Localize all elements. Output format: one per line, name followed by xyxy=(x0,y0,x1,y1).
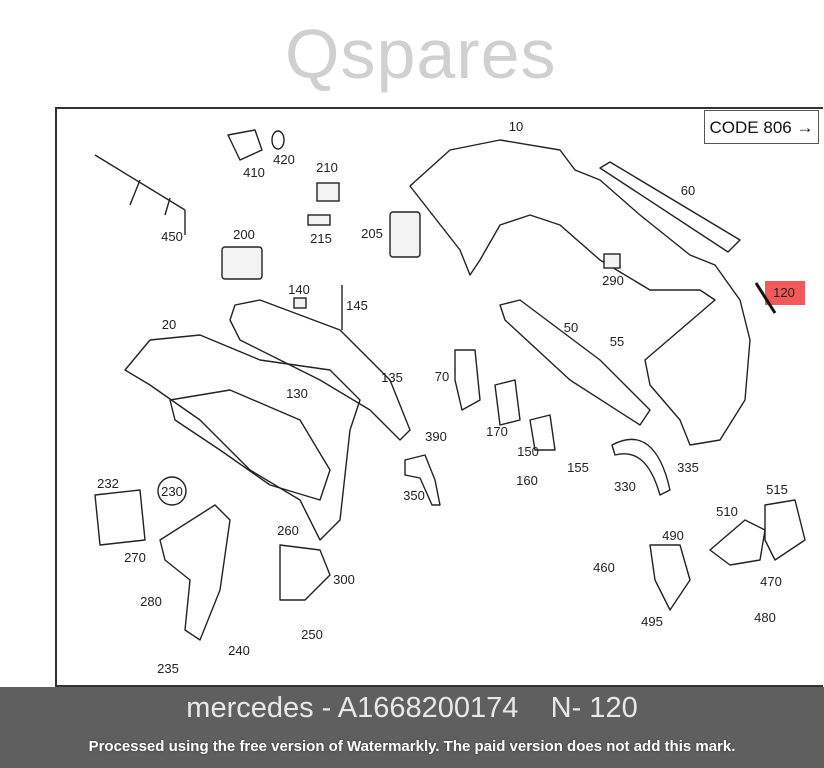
liner-330 xyxy=(611,438,671,496)
lower-cover-20 xyxy=(124,334,361,541)
part-label-55[interactable]: 55 xyxy=(610,334,624,349)
part-label-300[interactable]: 300 xyxy=(333,572,355,587)
part-label-145[interactable]: 145 xyxy=(346,298,368,313)
part-205 xyxy=(389,211,421,258)
part-label-480[interactable]: 480 xyxy=(754,610,776,625)
reinforcement-50 xyxy=(499,299,651,426)
bracket-490 xyxy=(649,544,691,611)
part-label-232[interactable]: 232 xyxy=(97,476,119,491)
bracket-230 xyxy=(159,504,231,641)
part-label-215[interactable]: 215 xyxy=(310,231,332,246)
part-label-210[interactable]: 210 xyxy=(316,160,338,175)
part-label-280[interactable]: 280 xyxy=(140,594,162,609)
housing-510 xyxy=(709,519,766,566)
part-label-230[interactable]: 230 xyxy=(161,484,183,499)
part-label-350[interactable]: 350 xyxy=(403,488,425,503)
diagram-frame xyxy=(55,107,823,687)
arrow-right-icon: → xyxy=(796,118,814,137)
part-label-60[interactable]: 60 xyxy=(681,183,695,198)
parts-diagram: 10 60 120 410 420 210 215 205 200 450 140 145 290 20 5… xyxy=(94,119,806,676)
part-200 xyxy=(221,246,263,280)
part-label-205[interactable]: 205 xyxy=(361,226,383,241)
part-label-470[interactable]: 470 xyxy=(760,574,782,589)
circle-230 xyxy=(157,476,187,506)
part-label-170[interactable]: 170 xyxy=(486,424,508,439)
part-caption: mercedes - A1668200174 N- 120 xyxy=(186,692,638,724)
bracket-70 xyxy=(454,349,481,411)
sensor-410 xyxy=(227,129,263,161)
bumper-cover-10 xyxy=(409,139,751,446)
part-label-150[interactable]: 150 xyxy=(517,444,539,459)
part-120-shape xyxy=(754,282,777,314)
part-labels: 10 60 120 410 420 210 215 205 200 450 140 145 290 20 5… xyxy=(97,119,795,676)
bracket-170 xyxy=(494,379,521,426)
watermark: Qspares xyxy=(285,15,557,93)
part-label-450[interactable]: 450 xyxy=(161,229,183,244)
part-label-140[interactable]: 140 xyxy=(288,282,310,297)
part-label-420[interactable]: 420 xyxy=(273,152,295,167)
part-label-290[interactable]: 290 xyxy=(602,273,624,288)
processed-note: Processed using the free version of Wate… xyxy=(88,738,736,755)
part-label-510[interactable]: 510 xyxy=(716,504,738,519)
part-label-515[interactable]: 515 xyxy=(766,482,788,497)
part-label-130[interactable]: 130 xyxy=(286,386,308,401)
part-label-490[interactable]: 490 xyxy=(662,528,684,543)
ring-420 xyxy=(271,130,285,150)
flap-232 xyxy=(94,489,146,546)
part-label-460[interactable]: 460 xyxy=(593,560,615,575)
part-label-235[interactable]: 235 xyxy=(157,661,179,676)
part-label-330[interactable]: 330 xyxy=(614,479,636,494)
part-label-135[interactable]: 135 xyxy=(381,370,403,385)
strip-135 xyxy=(229,299,411,441)
part-label-155[interactable]: 155 xyxy=(567,460,589,475)
diffuser-130 xyxy=(169,389,331,501)
part-label-70[interactable]: 70 xyxy=(435,369,449,384)
part-label-50[interactable]: 50 xyxy=(564,320,578,335)
code-label: CODE 806 xyxy=(709,118,792,137)
part-label-240[interactable]: 240 xyxy=(228,643,250,658)
part-140 xyxy=(293,297,307,309)
part-label-335[interactable]: 335 xyxy=(677,460,699,475)
bracket-350 xyxy=(404,454,441,506)
part-label-260[interactable]: 260 xyxy=(277,523,299,538)
part-label-120[interactable]: 120 xyxy=(773,285,795,300)
code-806-box: CODE 806 → xyxy=(704,110,819,144)
plate-515 xyxy=(764,499,806,561)
part-label-390[interactable]: 390 xyxy=(425,429,447,444)
bumper-trim-60 xyxy=(599,161,741,253)
part-290 xyxy=(603,253,621,269)
part-label-20[interactable]: 20 xyxy=(162,317,176,332)
bracket-300 xyxy=(279,544,331,601)
bracket-150 xyxy=(529,414,556,451)
part-label-10[interactable]: 10 xyxy=(509,119,523,134)
part-label-495[interactable]: 495 xyxy=(641,614,663,629)
harness-450 xyxy=(94,154,186,235)
part-label-200[interactable]: 200 xyxy=(233,227,255,242)
part-label-270[interactable]: 270 xyxy=(124,550,146,565)
part-label-250[interactable]: 250 xyxy=(301,627,323,642)
part-shapes xyxy=(94,129,806,641)
highlight-box-120 xyxy=(765,281,805,305)
part-label-160[interactable]: 160 xyxy=(516,473,538,488)
part-label-410[interactable]: 410 xyxy=(243,165,265,180)
part-210 xyxy=(316,182,340,202)
part-215 xyxy=(307,214,331,226)
footer-band xyxy=(0,687,824,768)
